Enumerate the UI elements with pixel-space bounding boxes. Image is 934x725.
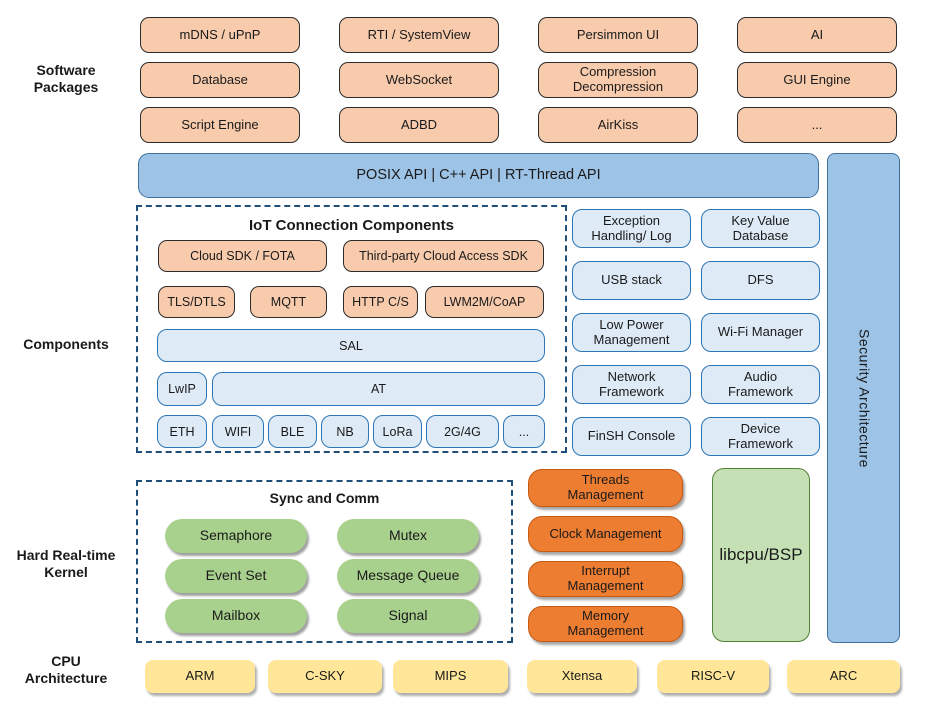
iot-box-title: IoT Connection Components xyxy=(249,217,454,234)
memory-management: Memory Management xyxy=(528,606,683,642)
sync-and-comm-title: Sync and Comm xyxy=(269,490,380,506)
iot-lwip: LwIP xyxy=(157,372,207,406)
service-key-value-db: Key Value Database xyxy=(701,209,820,248)
iot-link-ble: BLE xyxy=(268,415,317,448)
iot-http-cs: HTTP C/S xyxy=(343,286,418,318)
iot-cloud-sdk-fota: Cloud SDK / FOTA xyxy=(158,240,327,272)
package-adbd: ADBD xyxy=(339,107,499,143)
service-network-framework: Network Framework xyxy=(572,365,691,404)
cpu-architecture-row: ARM C-SKY MIPS Xtensa RISC-V ARC xyxy=(0,660,934,693)
iot-link-nb: NB xyxy=(321,415,369,448)
kernel-label: Hard Real-time Kernel xyxy=(16,547,116,581)
components-label: Components xyxy=(23,336,109,352)
iot-sal: SAL xyxy=(157,329,545,362)
interrupt-management: Interrupt Management xyxy=(528,561,683,597)
service-exception-log: Exception Handling/ Log xyxy=(572,209,691,248)
sync-event-set: Event Set xyxy=(165,559,307,593)
package-ai: AI xyxy=(737,17,897,53)
package-database: Database xyxy=(140,62,300,98)
sync-and-comm-box: Sync and Comm Semaphore Mutex Event Set … xyxy=(136,480,513,643)
cpu-c-sky: C-SKY xyxy=(268,660,382,693)
iot-link-eth: ETH xyxy=(157,415,207,448)
cpu-architecture-label: CPU Architecture xyxy=(24,653,108,687)
package-rti-systemview: RTI / SystemView xyxy=(339,17,499,53)
package-persimmon-ui: Persimmon UI xyxy=(538,17,698,53)
sync-message-queue: Message Queue xyxy=(337,559,479,593)
iot-connection-components-box: IoT Connection Components Cloud SDK / FO… xyxy=(136,205,567,453)
sync-mailbox: Mailbox xyxy=(165,599,307,633)
sync-and-comm-grid: Semaphore Mutex Event Set Message Queue … xyxy=(165,519,479,633)
service-low-power: Low Power Management xyxy=(572,313,691,352)
package-gui-engine: GUI Engine xyxy=(737,62,897,98)
software-packages-label: Software Packages xyxy=(33,62,99,96)
service-finsh-console: FinSH Console xyxy=(572,417,691,456)
cpu-mips: MIPS xyxy=(393,660,508,693)
cpu-risc-v: RISC-V xyxy=(657,660,769,693)
security-architecture-bar: Security Architecture xyxy=(827,153,900,643)
software-packages-grid: mDNS / uPnP RTI / SystemView Persimmon U… xyxy=(140,17,897,143)
service-device-framework: Device Framework xyxy=(701,417,820,456)
sync-signal: Signal xyxy=(337,599,479,633)
iot-third-party-sdk: Third-party Cloud Access SDK xyxy=(343,240,544,272)
security-architecture-label: Security Architecture xyxy=(856,328,873,468)
libcpu-bsp-box: libcpu/BSP xyxy=(712,468,810,642)
kernel-management-column: Threads Management Clock Management Inte… xyxy=(528,469,683,642)
service-usb-stack: USB stack xyxy=(572,261,691,300)
iot-link-wifi: WIFI xyxy=(212,415,264,448)
clock-management: Clock Management xyxy=(528,516,683,552)
service-audio-framework: Audio Framework xyxy=(701,365,820,404)
component-services-grid: Exception Handling/ Log Key Value Databa… xyxy=(572,209,820,456)
iot-mqtt: MQTT xyxy=(250,286,327,318)
sync-mutex: Mutex xyxy=(337,519,479,553)
service-dfs: DFS xyxy=(701,261,820,300)
package-websocket: WebSocket xyxy=(339,62,499,98)
iot-link-2g4g: 2G/4G xyxy=(426,415,499,448)
cpu-arm: ARM xyxy=(145,660,255,693)
cpu-arc: ARC xyxy=(787,660,900,693)
iot-at: AT xyxy=(212,372,545,406)
package-more: ... xyxy=(737,107,897,143)
package-script-engine: Script Engine xyxy=(140,107,300,143)
package-mdns-upnp: mDNS / uPnP xyxy=(140,17,300,53)
package-airkiss: AirKiss xyxy=(538,107,698,143)
iot-link-lora: LoRa xyxy=(373,415,422,448)
cpu-xtensa: Xtensa xyxy=(527,660,637,693)
iot-lwm2m-coap: LWM2M/CoAP xyxy=(425,286,544,318)
iot-link-more: ... xyxy=(503,415,545,448)
sync-semaphore: Semaphore xyxy=(165,519,307,553)
iot-tls-dtls: TLS/DTLS xyxy=(158,286,235,318)
package-compression: Compression Decompression xyxy=(538,62,698,98)
service-wifi-manager: Wi-Fi Manager xyxy=(701,313,820,352)
threads-management: Threads Management xyxy=(528,469,683,507)
api-bar: POSIX API | C++ API | RT-Thread API xyxy=(138,153,819,198)
